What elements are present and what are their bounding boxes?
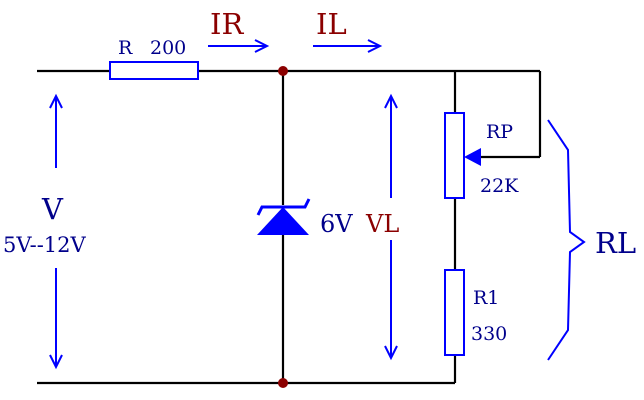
resistor-r1-label: R1 bbox=[473, 287, 499, 309]
voltage-range-label: 5V--12V bbox=[3, 233, 87, 257]
current-il-arrow bbox=[313, 39, 383, 53]
resistor-r bbox=[109, 61, 199, 80]
potentiometer-wiper-arrow bbox=[464, 148, 481, 166]
zener-voltage-label: 6V bbox=[320, 210, 353, 238]
load-rl-label: RL bbox=[595, 226, 636, 260]
voltage-v-arrow bbox=[49, 93, 63, 370]
junction-dot-top bbox=[278, 66, 288, 76]
resistor-r-label: R bbox=[118, 37, 133, 59]
current-il-label: IL bbox=[316, 7, 347, 41]
zener-diode bbox=[256, 198, 311, 235]
resistor-r1-value: 330 bbox=[471, 323, 507, 345]
junction-dot-bottom bbox=[278, 378, 288, 388]
wires bbox=[37, 69, 542, 385]
voltage-vl-label: VL bbox=[365, 210, 399, 238]
voltage-vl-arrow bbox=[384, 93, 398, 361]
resistor-r-value: 200 bbox=[150, 37, 186, 59]
current-ir-arrow bbox=[208, 39, 270, 53]
zener-diode-bar bbox=[256, 198, 311, 216]
potentiometer-value-label: 22K bbox=[480, 175, 519, 197]
load-rl-brace bbox=[547, 119, 586, 361]
zener-diode-triangle bbox=[257, 207, 309, 235]
potentiometer-name-label: RP bbox=[486, 121, 513, 143]
resistor-r1 bbox=[444, 269, 465, 356]
voltage-v-label: V bbox=[41, 192, 64, 226]
current-ir-label: IR bbox=[210, 7, 244, 41]
potentiometer-rp bbox=[444, 112, 465, 199]
